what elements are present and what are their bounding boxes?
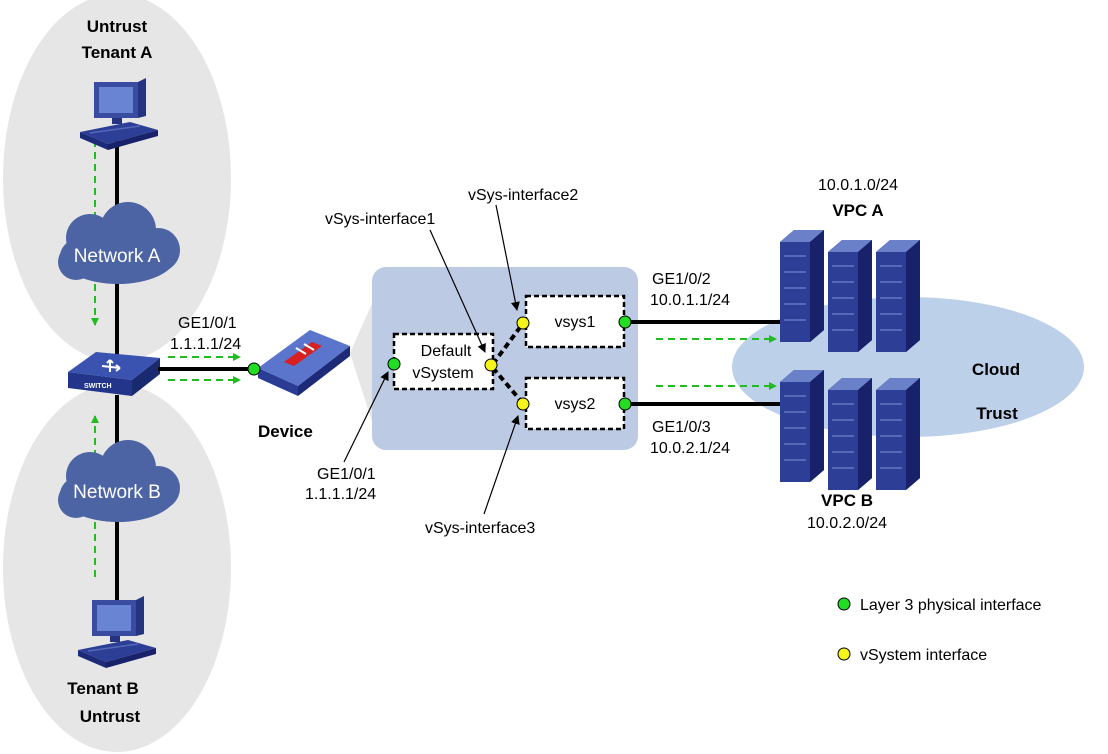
callout-arrow-2 [495,204,520,311]
vpc-b-name: VPC B [821,491,873,510]
server-icon-vpc-b-1 [779,369,825,483]
ge102-ip-label: 10.0.1.1/24 [650,292,730,309]
legend-green-dot-icon [837,597,851,611]
callout-vsys-interface3: vSys-interface3 [425,520,535,537]
callout-vsys-interface2: vSys-interface2 [468,187,578,204]
server-icon-vpc-a-1 [779,229,825,343]
default-vsystem-line2: vSystem [412,365,473,382]
callout-vsys-interface1: vSys-interface1 [325,211,435,228]
trust-label: Trust [976,404,1018,423]
vsys2-label: vsys2 [555,396,596,413]
port-icon-device-ge101 [247,362,261,376]
port-icon-vsys-interface2 [516,316,530,330]
ge103-ip-label: 10.0.2.1/24 [650,440,730,457]
default-vsystem-line1: Default [421,343,472,360]
callout-arrow-1 [429,229,486,353]
legend-vsys-label: vSystem interface [860,647,987,664]
switch-label: SWITCH [84,383,112,390]
server-icon-vpc-a-2 [827,239,873,353]
device-port-label: GE1/0/1 [178,315,237,332]
server-icon-vpc-b-3 [875,377,921,491]
device-name: Device [258,422,313,441]
tenant-b-name: Tenant B [67,679,138,698]
vsys2-box [524,376,626,431]
legend-l3-label: Layer 3 physical interface [860,597,1042,614]
network-a-label: Network A [74,246,161,267]
legend-yellow-dot-icon [837,647,851,661]
tenant-a-name: Tenant A [82,43,153,62]
inner-ip-label: 1.1.1.1/24 [305,486,376,503]
callout-arrow-3 [483,415,520,515]
server-icon-vpc-a-3 [875,239,921,353]
cloud-label: Cloud [972,360,1020,379]
vpc-b-subnet: 10.0.2.0/24 [807,515,887,532]
firewall-device-icon [258,330,350,396]
vsys1-link [491,324,523,366]
port-icon-vsys-interface1 [484,358,498,372]
server-icon-vpc-b-2 [827,377,873,491]
port-icon-vsys2-ge103 [618,397,632,411]
vpc-a-subnet: 10.0.1.0/24 [818,177,898,194]
network-b-label: Network B [73,482,161,503]
tenant-a-zone: Untrust [87,17,148,36]
ge102-label: GE1/0/2 [652,271,711,288]
inner-port-label: GE1/0/1 [317,466,376,483]
vsys1-label: vsys1 [555,314,596,331]
vsys2-link [491,366,523,403]
device-zoom-wedge [350,290,378,440]
switch-icon [68,352,160,396]
port-icon-inner-ge101 [387,357,401,371]
cloud-icon-network-b [58,440,180,522]
cloud-icon-network-a [58,202,180,284]
port-icon-vsys1-ge102 [618,315,632,329]
device-ip-label: 1.1.1.1/24 [170,336,241,353]
callout-arrow-inner-ge101 [343,371,389,463]
tenant-b-zone: Untrust [80,707,141,726]
ge103-label: GE1/0/3 [652,419,711,436]
port-icon-vsys-interface3 [516,397,530,411]
vpc-a-name: VPC A [832,201,883,220]
